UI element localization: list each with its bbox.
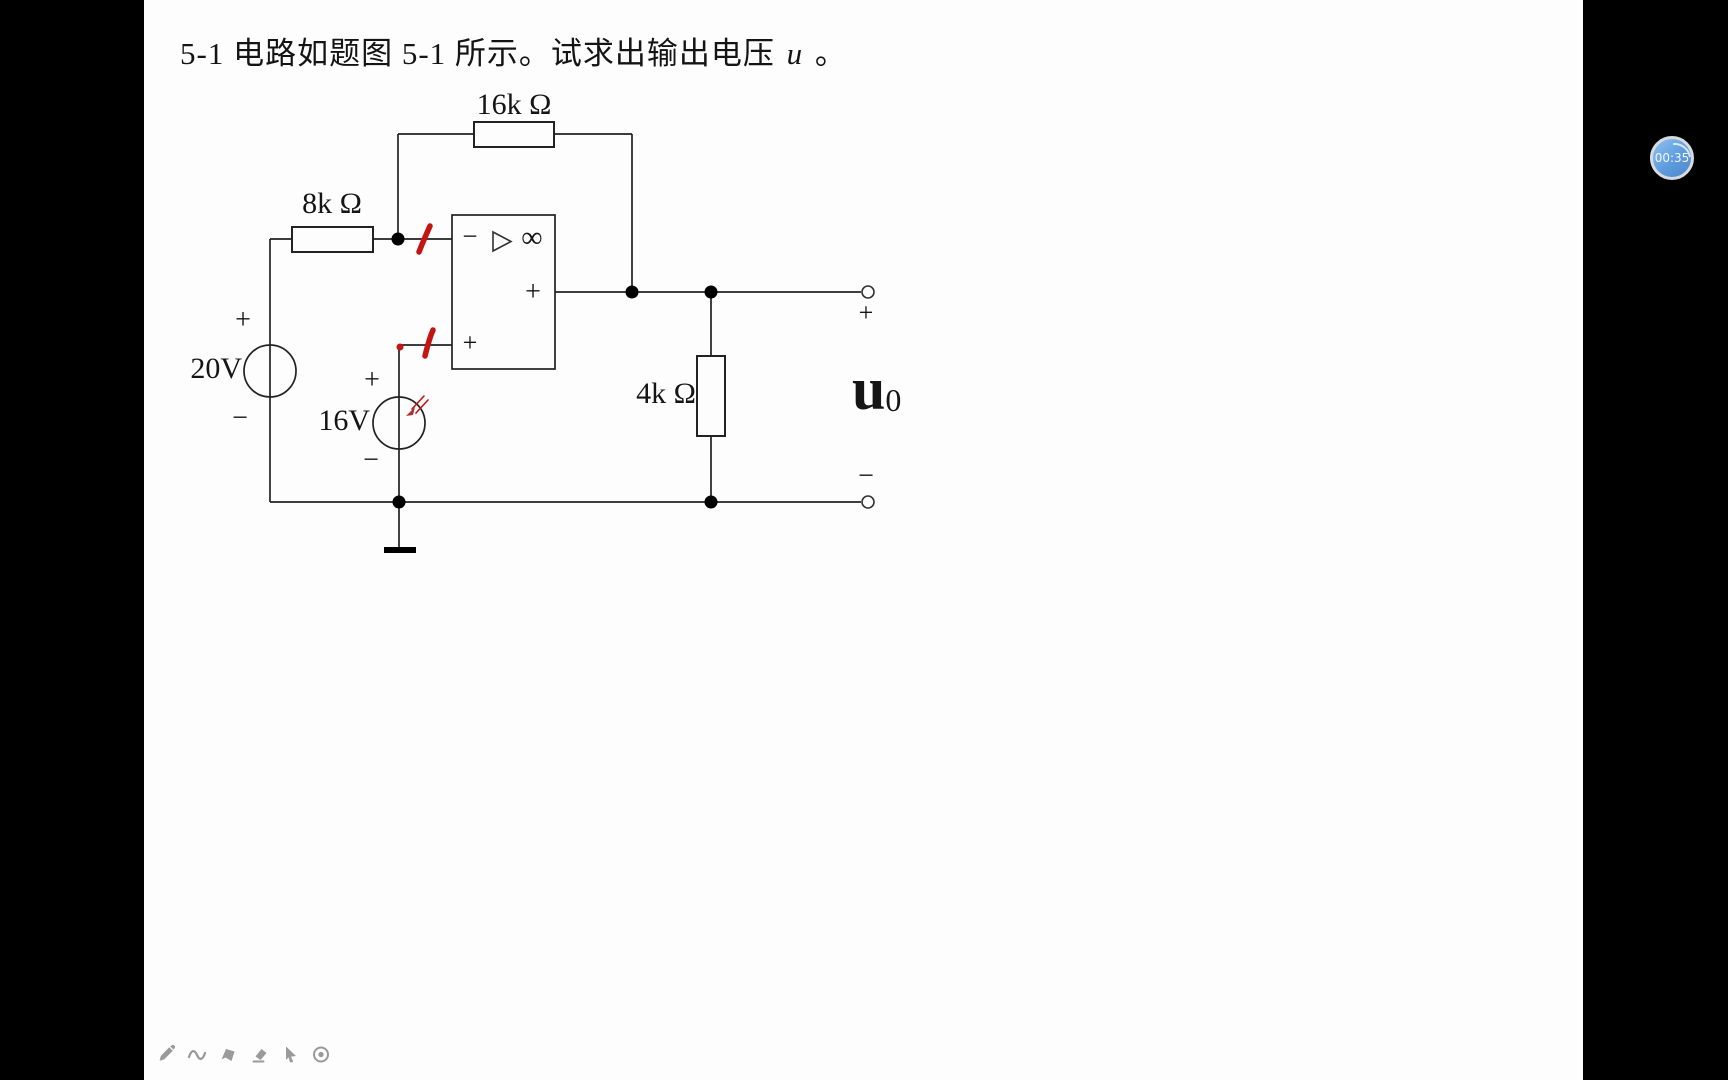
right-black-bar — [1583, 0, 1728, 1080]
output-minus: − — [858, 460, 874, 491]
red-pen-cursor-icon — [406, 395, 429, 416]
red-tick-inverting — [416, 223, 433, 255]
opamp: − ∞ + + — [451, 214, 556, 370]
opamp-inverting-sign: − — [462, 221, 477, 251]
resistor-16k: 16k Ω — [473, 88, 555, 148]
junction-dot — [625, 285, 639, 299]
timer-badge[interactable]: 00:35 — [1650, 136, 1694, 180]
junction-dot — [704, 285, 718, 299]
source-16v-circle — [372, 396, 426, 450]
opamp-triangle-icon — [492, 230, 513, 253]
pen-icon[interactable] — [156, 1044, 176, 1065]
opamp-gain-symbol: ∞ — [521, 221, 542, 254]
resistor-8k-body — [291, 226, 374, 253]
shape-icon[interactable] — [218, 1044, 238, 1065]
source-16v: 16V + − — [318, 364, 426, 475]
source-16v-label: 16V — [318, 404, 370, 437]
drawing-toolbar — [156, 1044, 331, 1065]
circuit-wires — [269, 133, 861, 547]
red-pen-stroke — [415, 399, 429, 414]
junction-dot — [704, 495, 718, 509]
resistor-8k: 8k Ω — [291, 187, 374, 253]
problem-title-variable: u — [786, 36, 804, 71]
source-20v-minus: − — [232, 402, 248, 433]
junction-dot — [391, 232, 405, 246]
resistor-4k-body — [696, 355, 726, 437]
red-annotations — [396, 223, 436, 416]
left-black-bar — [0, 0, 144, 1080]
opamp-output-sign: + — [525, 276, 541, 307]
problem-title-period: 。 — [806, 36, 847, 71]
red-tick-noninverting — [422, 327, 436, 359]
red-dot — [396, 343, 404, 351]
resistor-16k-label: 16k Ω — [477, 88, 552, 121]
opamp-body — [451, 214, 556, 370]
cursor-icon[interactable] — [280, 1044, 300, 1065]
terminal-negative — [861, 495, 875, 509]
red-pen-tip — [406, 407, 415, 416]
red-pen-stroke — [411, 395, 425, 410]
resistor-4k: 4k Ω — [636, 355, 726, 437]
source-16v-minus: − — [363, 444, 379, 475]
junction-dots — [391, 232, 718, 509]
curve-icon[interactable] — [187, 1044, 207, 1065]
source-16v-plus: + — [364, 364, 380, 395]
timer-value: 00:35 — [1654, 151, 1690, 165]
output-plus: + — [859, 298, 874, 327]
source-20v: 20V + − — [190, 304, 297, 433]
record-icon[interactable] — [311, 1044, 331, 1065]
problem-title: 5-1 电路如题图 5-1 所示。试求出输出电压 u 。 — [180, 28, 847, 73]
source-20v-circle — [243, 344, 297, 398]
opamp-noninverting-sign: + — [463, 328, 478, 357]
ground-icon — [384, 547, 416, 553]
source-20v-label: 20V — [190, 352, 242, 385]
output-voltage-label: u0 — [852, 356, 901, 422]
terminal-positive — [861, 285, 875, 299]
resistor-8k-label: 8k Ω — [302, 187, 362, 220]
problem-title-text: 5-1 电路如题图 5-1 所示。试求出输出电压 — [180, 36, 784, 71]
resistor-4k-label: 4k Ω — [636, 377, 696, 410]
source-20v-plus: + — [235, 304, 251, 335]
resistor-16k-body — [473, 121, 555, 148]
output-port: + − u0 — [852, 285, 901, 509]
eraser-icon[interactable] — [249, 1044, 269, 1065]
junction-dot — [392, 495, 406, 509]
